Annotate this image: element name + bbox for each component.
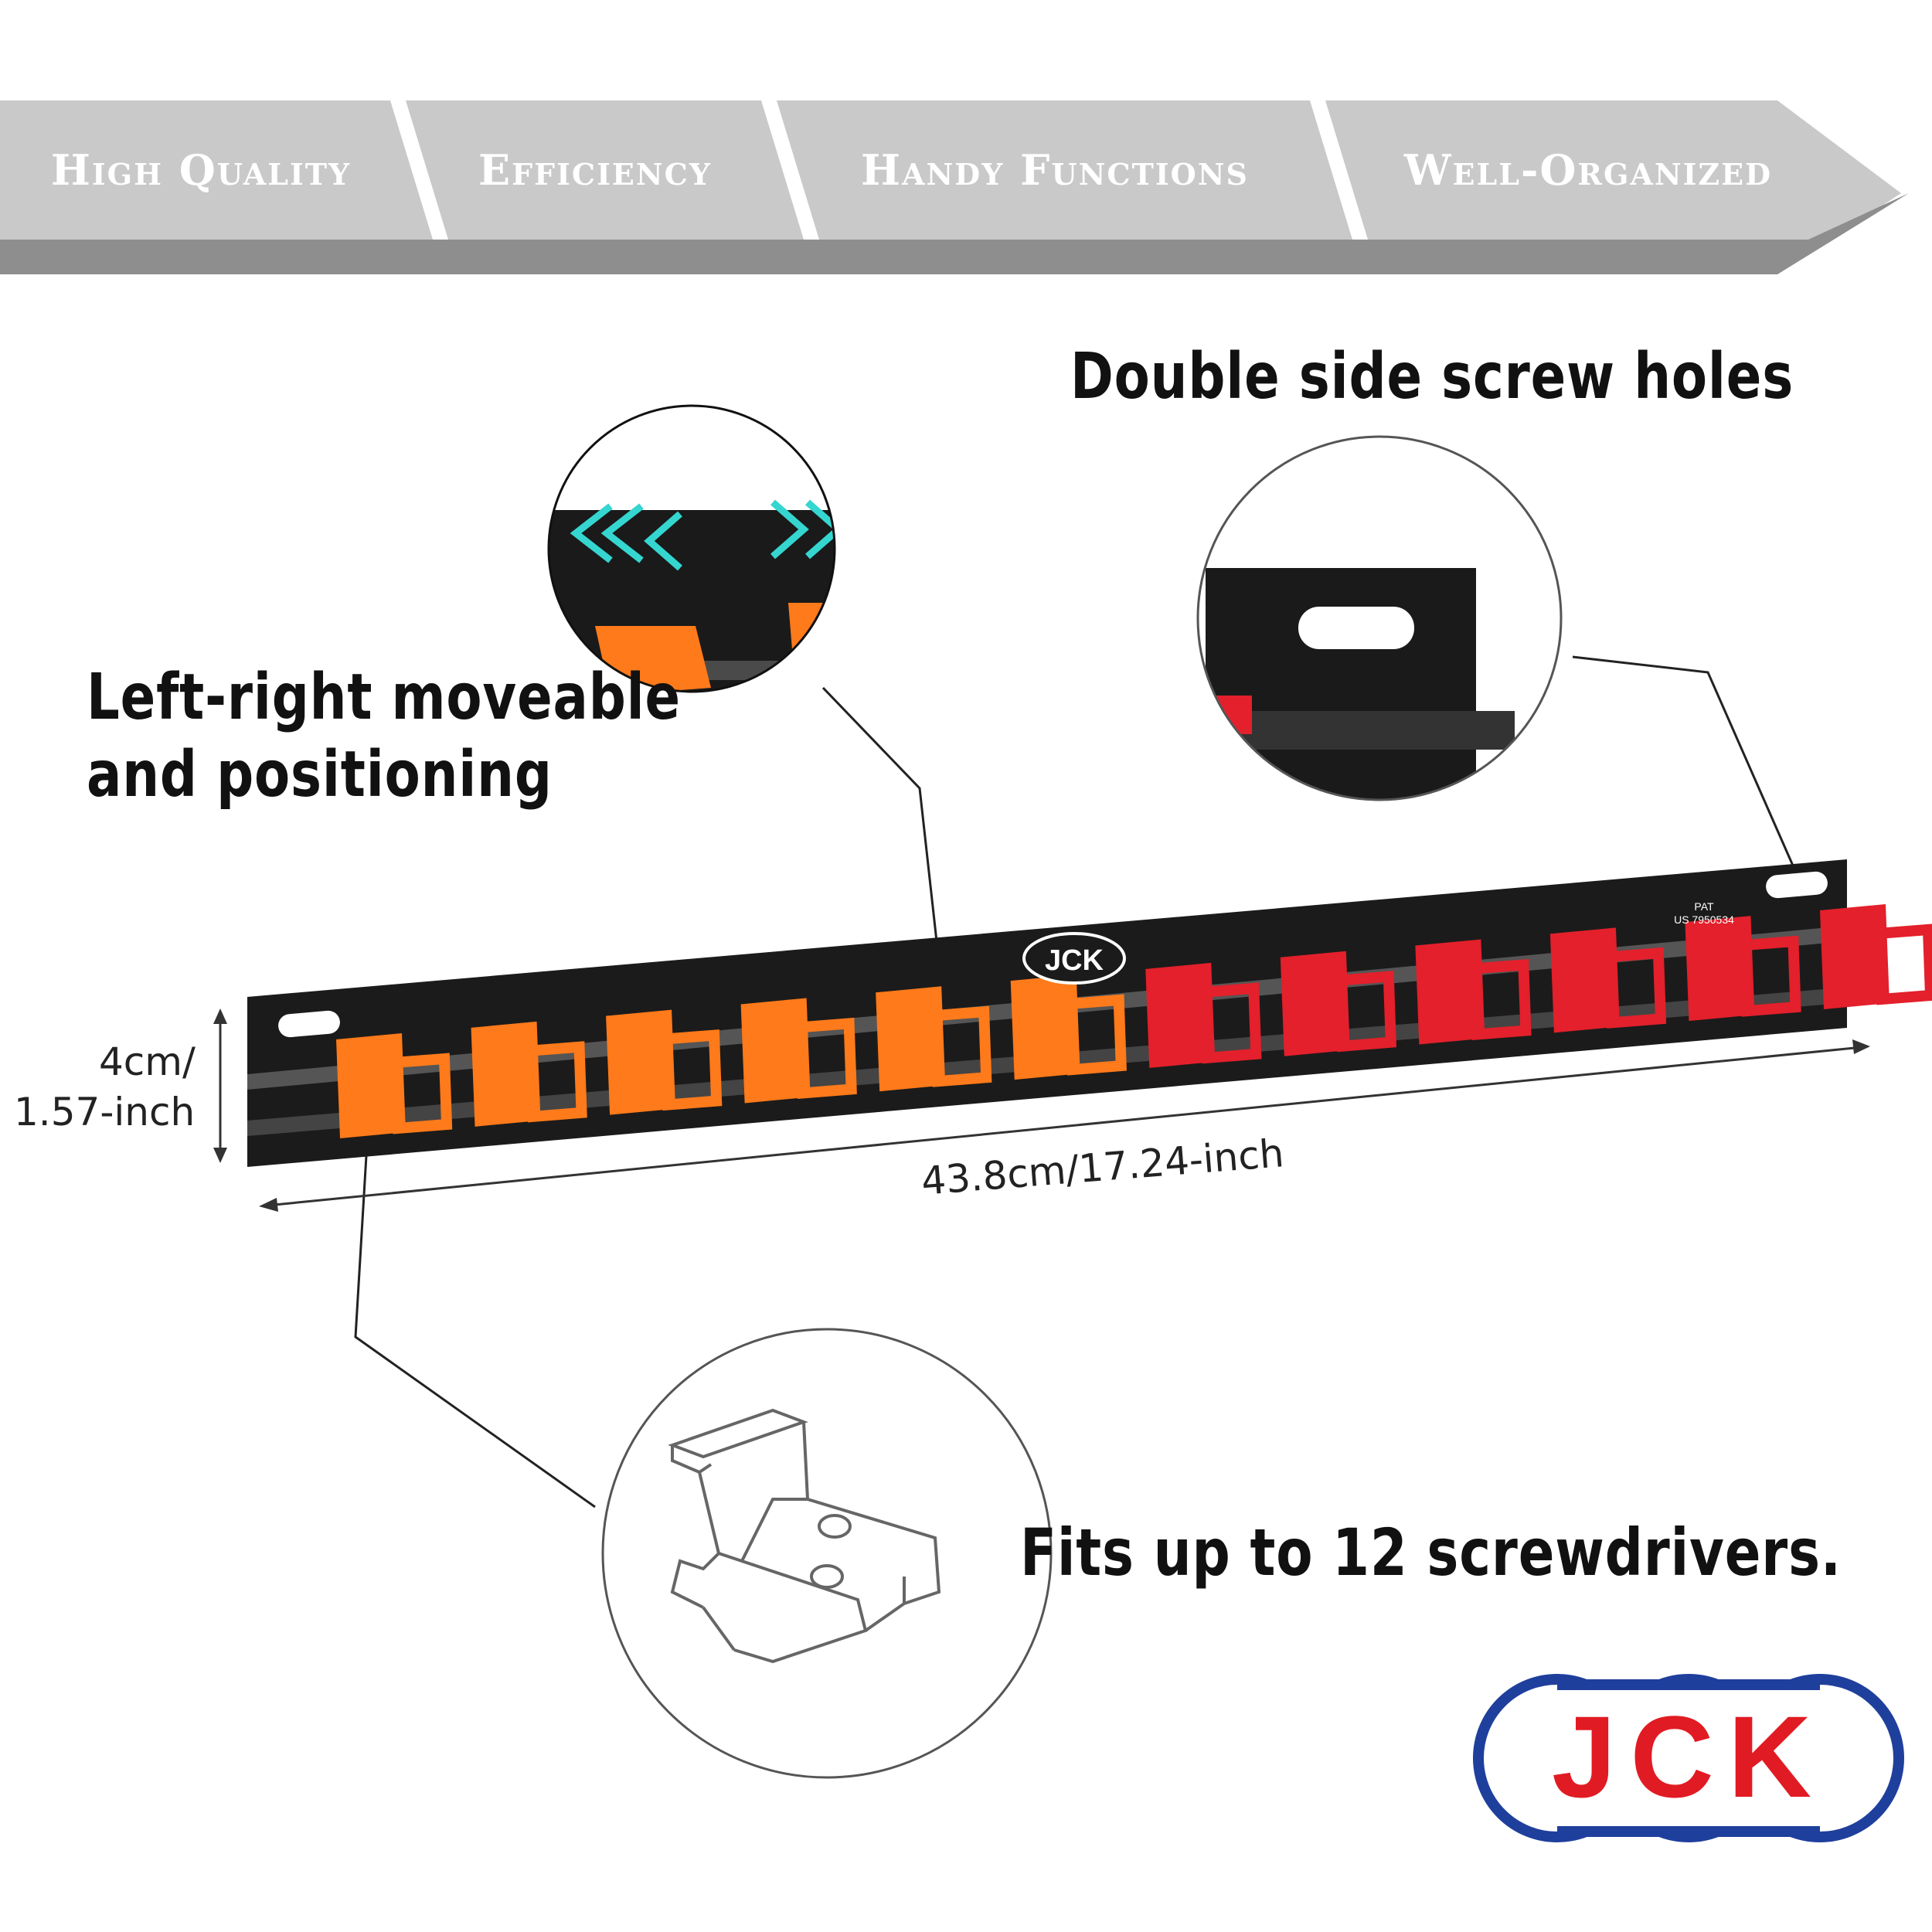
rail-brand: JCK xyxy=(1045,944,1104,977)
clip-orange xyxy=(876,986,992,1092)
clip-orange xyxy=(1010,975,1127,1080)
clip-orange xyxy=(471,1021,587,1127)
clip-orange xyxy=(606,1009,723,1115)
feature-banner xyxy=(0,100,1909,274)
clip-orange xyxy=(336,1033,453,1138)
magnifier-clip-drawing xyxy=(601,1328,1053,1779)
patent-line-2: US 7950534 xyxy=(1674,913,1734,926)
clip-red xyxy=(1685,916,1801,1022)
banner-item-efficiency: Efficiency xyxy=(478,145,712,195)
clip-red xyxy=(1145,962,1262,1068)
clip-row xyxy=(336,903,1932,1138)
banner-item-handy-functions: Handy Functions xyxy=(861,145,1249,195)
callout-capacity: Fits up to 12 screwdrivers. xyxy=(1020,1515,1842,1590)
jck-logo: JCK xyxy=(1473,1674,1904,1842)
clip-red xyxy=(1549,927,1667,1033)
magnifier-screw-holes xyxy=(1196,435,1563,801)
clip-orange xyxy=(740,998,857,1104)
clip-red xyxy=(1415,939,1532,1045)
height-dimension-line-2: 1.57-inch xyxy=(14,1090,196,1134)
callout-screw-holes: Double side screw holes xyxy=(1070,340,1794,413)
callout-moveable-line-1: Left-right moveable xyxy=(87,661,681,734)
banner-item-high-quality: High Quality xyxy=(50,145,352,195)
clip-red xyxy=(1820,903,1932,1009)
clip-red xyxy=(1280,951,1397,1056)
banner-item-well-organized: Well-Organized xyxy=(1403,145,1773,195)
magnifier-moveable xyxy=(547,404,836,693)
logo-text: JCK xyxy=(1552,1692,1825,1821)
callout-moveable-line-2: and positioning xyxy=(87,738,553,811)
rail-brand-badge xyxy=(1022,932,1126,985)
patent-line-1: PAT xyxy=(1694,900,1714,913)
height-dimension-line-1: 4cm/ xyxy=(99,1039,196,1084)
